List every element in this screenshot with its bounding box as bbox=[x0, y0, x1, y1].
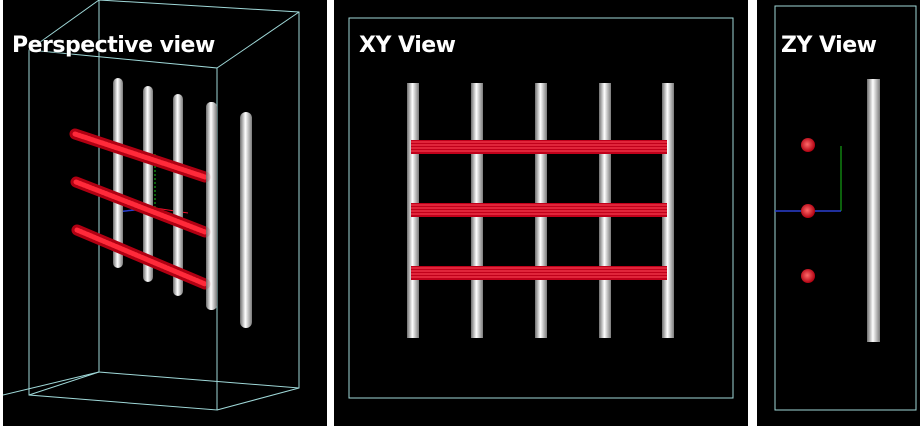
horizontal-tubes bbox=[69, 128, 211, 290]
xy-view-panel: XY View bbox=[334, 0, 748, 426]
panel-title: ZY View bbox=[781, 33, 877, 58]
xy-view-canvas bbox=[348, 17, 734, 399]
tube-3 bbox=[411, 266, 667, 280]
perspective-view-canvas bbox=[3, 0, 300, 411]
perspective-view-panel: Perspective view bbox=[3, 0, 327, 426]
vertical-rods bbox=[113, 78, 252, 328]
rod-1 bbox=[113, 78, 123, 268]
tube-3-section bbox=[801, 269, 815, 283]
rod-3 bbox=[173, 94, 183, 296]
tube-2 bbox=[411, 203, 667, 217]
panel-title: Perspective view bbox=[12, 33, 215, 58]
tube-2-section bbox=[801, 204, 815, 218]
tube-1 bbox=[69, 128, 211, 183]
zy-view-canvas bbox=[774, 5, 917, 411]
panel-title: XY View bbox=[359, 33, 456, 58]
tube-2 bbox=[70, 176, 211, 238]
rod bbox=[867, 79, 880, 342]
front-rods bbox=[206, 102, 217, 310]
view-frame bbox=[774, 5, 917, 411]
rod-2 bbox=[143, 86, 153, 282]
tube-1 bbox=[411, 140, 667, 154]
rod-5 bbox=[240, 112, 252, 328]
horizontal-tubes bbox=[411, 140, 667, 280]
tube-cross-sections bbox=[801, 138, 815, 283]
tube-3 bbox=[71, 224, 211, 290]
axis-gizmo bbox=[775, 146, 842, 212]
bounding-box-frame bbox=[3, 0, 300, 411]
zy-view-panel: ZY View bbox=[757, 0, 920, 426]
view-frame bbox=[348, 17, 734, 399]
tube-1-section bbox=[801, 138, 815, 152]
